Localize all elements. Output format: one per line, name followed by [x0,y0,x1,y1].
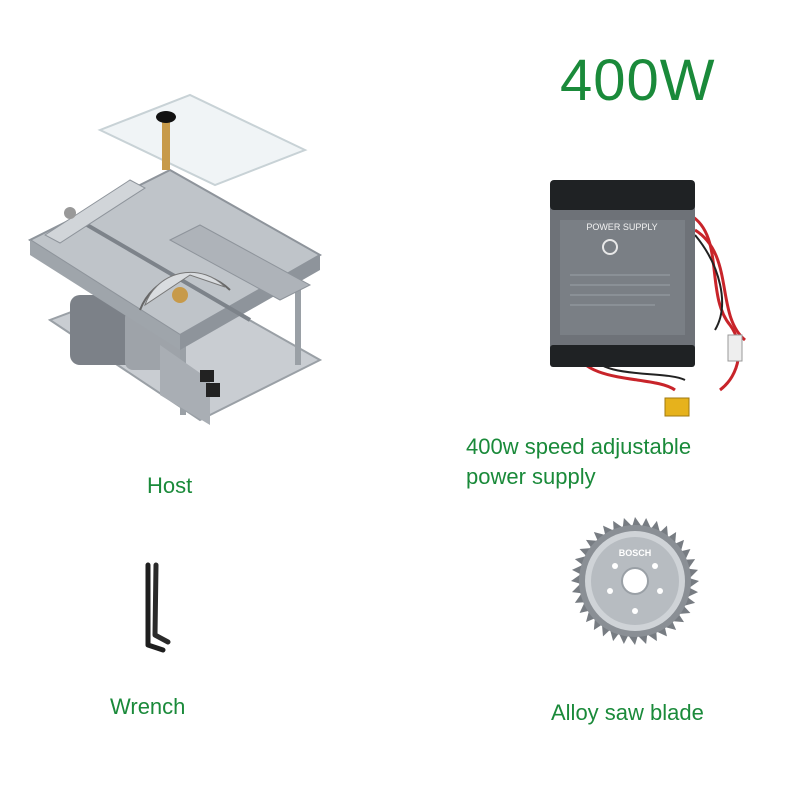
wrench-image [145,562,171,653]
saw-tooth [628,635,638,645]
power-supply-caption-line1: 400w speed adjustable [466,434,692,459]
wrench-caption: Wrench [110,694,186,719]
blade-brand-label: BOSCH [619,548,652,558]
saw-tooth [632,517,642,527]
saw-tooth [571,574,581,584]
saw-blade-caption: Alloy saw blade [551,700,704,725]
saw-tooth [689,578,699,588]
saw-tooth [664,620,677,631]
power-rating-headline: 400W [560,48,716,113]
saw-blade-image: BOSCH [571,517,699,645]
saw-tooth [674,539,685,552]
host-caption: Host [147,473,193,498]
saw-tooth [603,525,615,536]
power-supply-caption: 400w speed adjustable power supply [466,432,786,492]
table-saw-image [27,93,323,425]
saw-tooth [579,601,590,613]
power-supply-image: POWER SUPPLY [550,180,746,417]
device-label: POWER SUPPLY [586,222,657,232]
saw-tooth [593,531,606,542]
saw-tooth [655,626,667,637]
saw-tooth [680,549,691,561]
saw-tooth [585,610,596,623]
power-supply-caption-line2: power supply [466,464,596,489]
